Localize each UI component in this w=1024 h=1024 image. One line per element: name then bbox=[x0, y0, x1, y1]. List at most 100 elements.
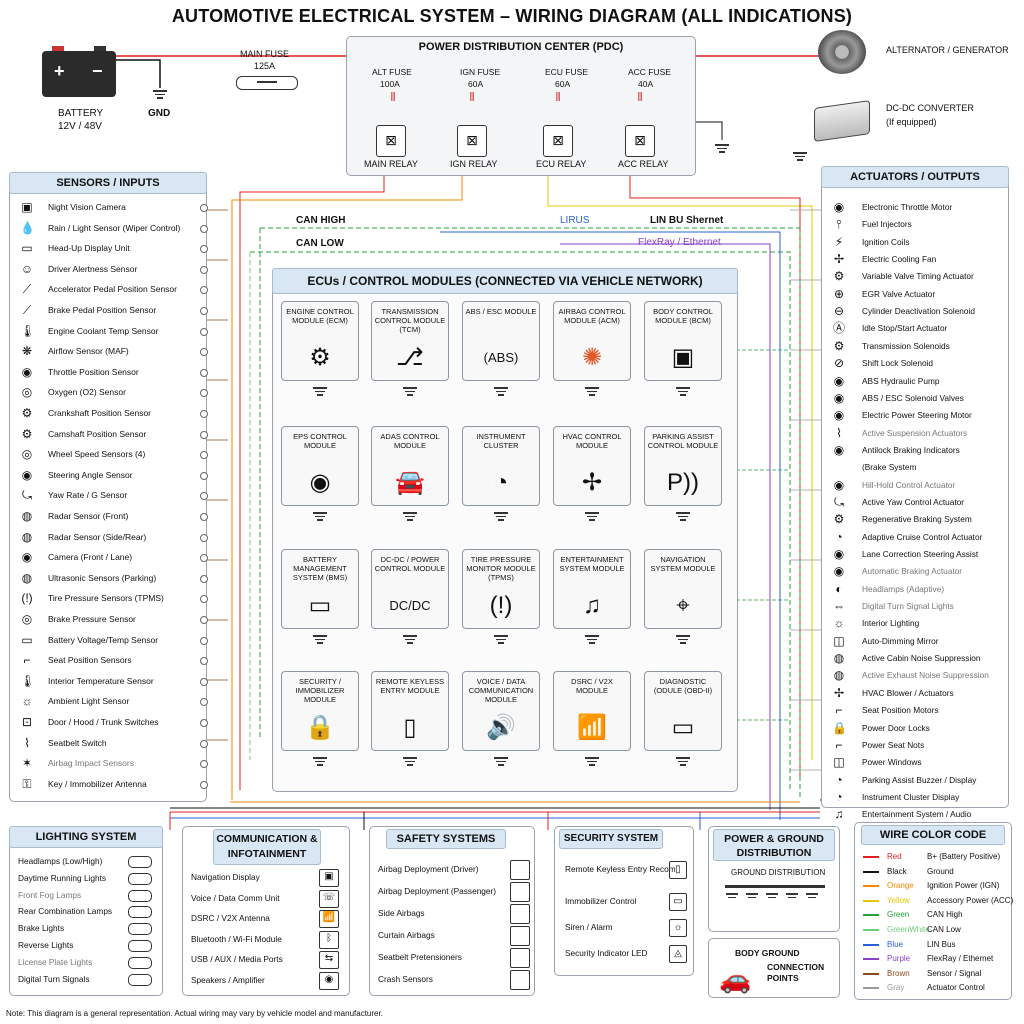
ground-distribution-label: GROUND DISTRIBUTION bbox=[731, 868, 826, 877]
relay-label-0: MAIN RELAY bbox=[364, 159, 418, 169]
airbag-figure-icon bbox=[510, 948, 530, 968]
lamp-icon bbox=[128, 889, 152, 902]
connector-dot bbox=[200, 595, 208, 604]
ground-symbol bbox=[403, 510, 417, 522]
actuator-item-label: ABS Hydraulic Pump bbox=[862, 375, 940, 386]
connector-dot bbox=[200, 410, 208, 418]
lighting-item-label: License Plate Lights bbox=[18, 956, 93, 967]
ecu-module-card: ENGINE CONTROL MODULE (ECM)⚙ bbox=[281, 301, 359, 381]
lighting-item-label: Digital Turn Signals bbox=[18, 973, 90, 984]
connector-dot bbox=[200, 224, 208, 233]
can-low-label: CAN LOW bbox=[296, 238, 344, 249]
power-steering-icon: ◉ bbox=[833, 408, 845, 423]
sensor-item-label: Interior Temperature Sensor bbox=[48, 675, 154, 686]
wire-color-name: Gray bbox=[887, 983, 905, 993]
safety-item-label: Crash Sensors bbox=[378, 974, 433, 984]
ground-symbol-3 bbox=[765, 891, 779, 903]
wire-color-name: GreenWhite bbox=[887, 925, 930, 934]
sensor-item-label: Battery Voltage/Temp Sensor bbox=[48, 634, 159, 645]
night-vision-camera-icon: ▣ bbox=[21, 200, 33, 214]
gear-shift-icon: ⎇ bbox=[396, 344, 424, 371]
wire-color-name: Orange bbox=[887, 881, 914, 891]
yaw-rate-icon: ⤿ bbox=[22, 488, 32, 503]
ground-symbol bbox=[585, 755, 599, 767]
main-fuse-rating: 125A bbox=[254, 61, 276, 71]
rain-drop-icon: 💧 bbox=[20, 220, 35, 235]
battery-label: BATTERY bbox=[58, 108, 104, 119]
actuator-item-label: Automatic Braking Actuator bbox=[862, 566, 963, 577]
ground-symbol bbox=[494, 633, 508, 645]
ecu-module-card: BODY CONTROL MODULE (BCM) ▣ bbox=[644, 301, 722, 381]
sensor-item-label: Steering Angle Sensor bbox=[48, 469, 133, 480]
sensor-item-label: Yaw Rate / G Sensor bbox=[48, 490, 128, 501]
safety-header: SAFETY SYSTEMS bbox=[386, 829, 506, 849]
wire-color-name: Brown bbox=[887, 968, 910, 978]
relay-label-2: ECU RELAY bbox=[536, 159, 587, 169]
ground-symbol bbox=[494, 510, 508, 522]
lamp-icon bbox=[128, 906, 152, 919]
airbag-figure-icon bbox=[510, 860, 530, 880]
security-item-label: Security Indicator LED bbox=[565, 948, 648, 958]
lamp-icon bbox=[128, 856, 152, 868]
comm-title: COMMUNICATION & INFOTAINMENT bbox=[216, 833, 318, 860]
steering-wheel-icon: ◉ bbox=[21, 467, 33, 482]
connector-dot bbox=[200, 533, 208, 542]
connector-dot bbox=[200, 574, 208, 583]
ground-symbol bbox=[403, 755, 417, 767]
wire-color-swatch bbox=[863, 914, 879, 917]
sensor-item-label: Throttle Position Sensor bbox=[48, 366, 139, 377]
antenna-icon: 📶 bbox=[577, 714, 607, 741]
cluster-display-icon: ◔ bbox=[835, 789, 843, 804]
connector-dot bbox=[200, 616, 208, 624]
wire-color-desc: LIN Bus bbox=[927, 939, 956, 949]
connector-dot bbox=[200, 430, 208, 439]
lighting-item-label: Brake Lights bbox=[18, 923, 65, 934]
body-ground-panel: BODY GROUND CONNECTION POINTS 🚗 bbox=[708, 938, 840, 998]
lighting-item-label: Daytime Running Lights bbox=[18, 872, 107, 883]
seat-motor-icon: ⌐ bbox=[835, 703, 843, 718]
ecu-module-name: HVAC CONTROL MODULE bbox=[562, 432, 622, 450]
relay-label-1: IGN RELAY bbox=[450, 159, 498, 169]
throttle-icon: ◉ bbox=[21, 364, 33, 379]
siren-icon: ☼ bbox=[669, 919, 687, 937]
comm-item-label: Navigation Display bbox=[191, 872, 260, 882]
connector-dot bbox=[200, 739, 208, 748]
airbag-icon: ✺ bbox=[581, 344, 603, 371]
ecu-module-name: BODY CONTROL MODULE (BCM) bbox=[653, 307, 713, 325]
abs-valve-icon: ◉ bbox=[833, 390, 845, 405]
sensor-item-label: Accelerator Pedal Position Sensor bbox=[48, 284, 177, 295]
can-high-label: CAN HIGH bbox=[296, 215, 346, 226]
ecu-module-name: SECURITY / IMMOBILIZER MODULE bbox=[295, 677, 345, 704]
sensor-item-label: Seatbelt Switch bbox=[48, 737, 107, 748]
connector-dot bbox=[200, 554, 208, 563]
battery-minus: − bbox=[92, 61, 103, 81]
sensor-item-label: Door / Hood / Trunk Switches bbox=[48, 717, 159, 727]
safety-item-label: Curtain Airbags bbox=[378, 930, 435, 940]
actuator-item-label: Cylinder Deactivation Solenoid bbox=[862, 306, 975, 317]
connector-dot bbox=[200, 677, 208, 686]
actuator-item-label: Lane Correction Steering Assist bbox=[862, 549, 979, 559]
wire-color-desc: B+ (Battery Positive) bbox=[927, 852, 1001, 861]
sun-icon: ☼ bbox=[21, 694, 33, 709]
safety-panel: SAFETY SYSTEMS Airbag Deployment (Driver… bbox=[369, 826, 535, 996]
ecu-module-card: REMOTE KEYLESS ENTRY MODULE▯ bbox=[371, 671, 449, 751]
airbag-figure-icon bbox=[510, 882, 530, 902]
radar-side-icon: ◍ bbox=[21, 529, 33, 544]
footer-note: Note: This diagram is a general represen… bbox=[6, 1009, 383, 1018]
brake-pedal-icon: ⟋ bbox=[22, 303, 32, 317]
ecu-module-name: REMOTE KEYLESS ENTRY MODULE bbox=[375, 677, 445, 695]
actuator-item-label: Antilock Braking Indicators bbox=[862, 444, 960, 455]
page-title: AUTOMOTIVE ELECTRICAL SYSTEM – WIRING DI… bbox=[171, 6, 853, 26]
ecu-module-name: DIAGNOSTIC (ODULE (OBD-II) bbox=[653, 677, 713, 695]
body-ground-connection: CONNECTION bbox=[767, 962, 825, 972]
lamp-icon bbox=[128, 923, 152, 936]
car-body-icon: ▣ bbox=[671, 344, 695, 371]
radar-icon: ◍ bbox=[21, 509, 33, 523]
fan-icon: ✢ bbox=[833, 252, 845, 267]
shift-lock-icon: ⊘ bbox=[833, 356, 845, 371]
ecu-module-name: TIRE PRESSURE MONITOR MODULE (TPMS) bbox=[466, 555, 536, 582]
sensor-item-label: Crankshaft Position Sensor bbox=[48, 408, 151, 418]
main-fuse-label: MAIN FUSE bbox=[240, 49, 290, 59]
wire-color-name: Yellow bbox=[887, 895, 910, 905]
